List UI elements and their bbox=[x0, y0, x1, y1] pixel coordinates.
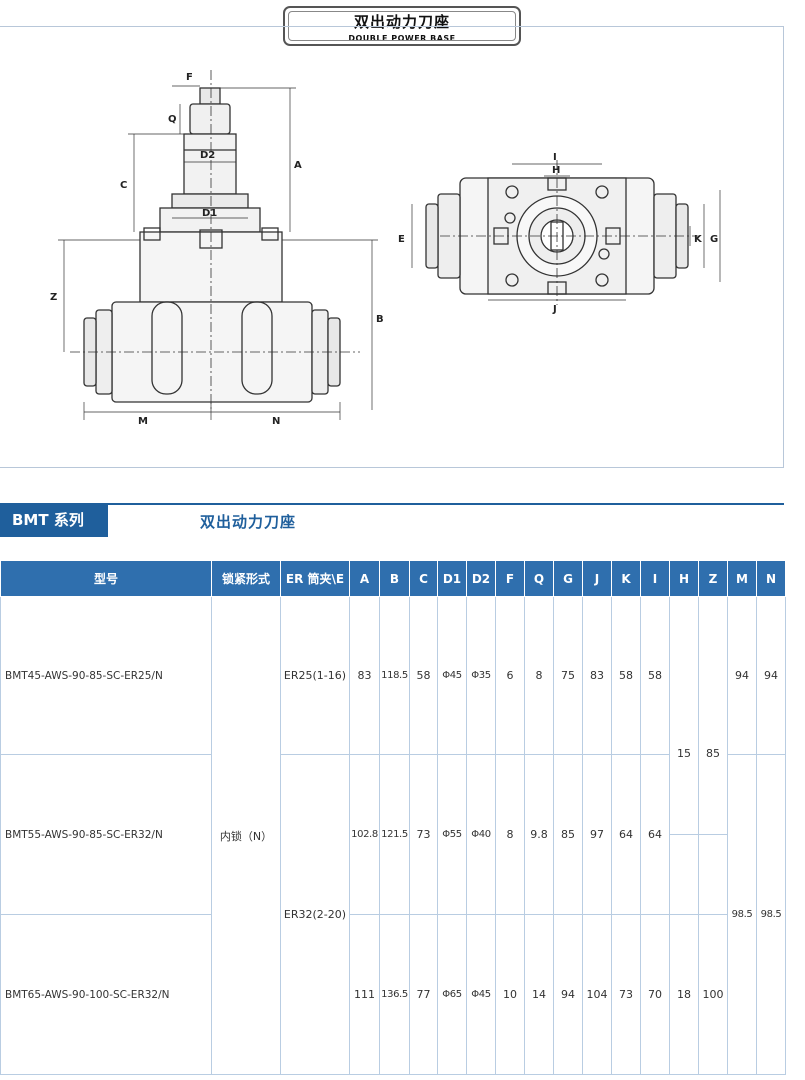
cell-d2: Φ35 bbox=[466, 596, 496, 755]
cell-b: 121.5 bbox=[379, 754, 410, 915]
cell-f: 6 bbox=[495, 596, 525, 755]
cell-c: 73 bbox=[409, 754, 438, 915]
col-header-c: C bbox=[409, 560, 438, 597]
table-row: BMT55-AWS-90-85-SC-ER32/N ER32(2-20) 102… bbox=[0, 747, 786, 1075]
cell-f: 10 bbox=[495, 914, 525, 1075]
dim-label-k: K bbox=[694, 234, 703, 245]
cell-b: 118.5 bbox=[379, 596, 410, 755]
table-row: BMT45-AWS-90-85-SC-ER25/N 内锁（N） ER25(1-1… bbox=[0, 596, 786, 1075]
table-row: BMT65-AWS-90-100-SC-ER32/N 111 136.5 77 … bbox=[0, 914, 786, 1075]
cell-z-shared: 85 bbox=[706, 746, 720, 760]
cell-q: 14 bbox=[524, 914, 554, 1075]
series-name: 双出动力刀座 bbox=[200, 513, 297, 531]
dim-label-d2: D2 bbox=[200, 150, 215, 161]
cell-m: 98.5 bbox=[727, 754, 757, 1075]
col-header-k: K bbox=[611, 560, 641, 597]
cell-model: BMT45-AWS-90-85-SC-ER25/N bbox=[0, 596, 212, 755]
col-header-b: B bbox=[379, 560, 410, 597]
cell-c: 58 bbox=[409, 596, 438, 755]
series-header: BMT 系列 双出动力刀座 bbox=[0, 503, 805, 537]
cell-z: 85 bbox=[698, 747, 728, 835]
dim-label-m: M bbox=[138, 416, 148, 427]
cell-d2: Φ45 bbox=[466, 914, 496, 1075]
series-divider bbox=[108, 503, 784, 505]
col-header-d1: D1 bbox=[437, 560, 467, 597]
table-header-row: 型号 锁紧形式 ER 筒夹\E A B C D1 D2 F Q G J K I … bbox=[0, 560, 786, 597]
cell-m: 94 bbox=[727, 596, 757, 755]
cell-g: 85 bbox=[553, 754, 583, 915]
cell-a: 83 bbox=[349, 596, 380, 755]
dim-label-a: A bbox=[294, 160, 302, 171]
dim-label-j: J bbox=[552, 304, 557, 315]
dim-label-g: G bbox=[710, 234, 718, 245]
cell-h-shared: 15 bbox=[677, 746, 691, 760]
col-header-z: Z bbox=[698, 560, 728, 597]
cell-b: 136.5 bbox=[379, 914, 410, 1075]
dim-label-f: F bbox=[186, 72, 193, 83]
col-header-f: F bbox=[495, 560, 525, 597]
cell-model: BMT65-AWS-90-100-SC-ER32/N bbox=[0, 914, 212, 1075]
cell-j: 97 bbox=[582, 754, 612, 915]
top-view bbox=[411, 160, 721, 305]
dim-label-h: H bbox=[552, 165, 560, 176]
series-tag: BMT 系列 bbox=[0, 503, 108, 537]
col-header-i: I bbox=[640, 560, 670, 597]
cell-d2: Φ40 bbox=[466, 754, 496, 915]
cell-i: 64 bbox=[640, 754, 670, 915]
cell-model: BMT55-AWS-90-85-SC-ER32/N bbox=[0, 754, 212, 915]
cell-d1: Φ65 bbox=[437, 914, 467, 1075]
cell-collet: ER32(2-20) bbox=[280, 754, 350, 1075]
dim-label-i: I bbox=[553, 152, 557, 163]
cell-n: 94 bbox=[756, 596, 786, 755]
col-header-a: A bbox=[349, 560, 380, 597]
col-header-m: M bbox=[727, 560, 757, 597]
cell-k: 73 bbox=[611, 914, 641, 1075]
col-header-locking: 锁紧形式 bbox=[211, 560, 281, 597]
cell-g: 75 bbox=[553, 596, 583, 755]
dim-label-d1: D1 bbox=[202, 208, 217, 219]
col-header-model: 型号 bbox=[0, 560, 212, 597]
cell-c: 77 bbox=[409, 914, 438, 1075]
cell-j: 104 bbox=[582, 914, 612, 1075]
cell-n: 98.5 bbox=[756, 754, 786, 1075]
col-header-j: J bbox=[582, 560, 612, 597]
cell-a: 102.8 bbox=[349, 754, 380, 915]
col-header-h: H bbox=[669, 560, 699, 597]
cell-j: 83 bbox=[582, 596, 612, 755]
cell-i: 70 bbox=[640, 914, 670, 1075]
cell-locking: 内锁（N） bbox=[211, 596, 281, 1075]
drawing-frame bbox=[0, 26, 784, 468]
cell-k: 64 bbox=[611, 754, 641, 915]
cell-d1: Φ45 bbox=[437, 596, 467, 755]
side-view bbox=[58, 70, 378, 420]
dim-label-e: E bbox=[398, 234, 405, 245]
cell-k: 58 bbox=[611, 596, 641, 755]
cell-g: 94 bbox=[553, 914, 583, 1075]
cell-z: 100 bbox=[698, 914, 728, 1075]
cell-h: 15 bbox=[669, 747, 699, 835]
dim-label-q: Q bbox=[168, 114, 177, 125]
dim-label-z: Z bbox=[50, 292, 57, 303]
cell-q: 9.8 bbox=[524, 754, 554, 915]
dim-label-b: B bbox=[376, 314, 384, 325]
cell-h: 18 bbox=[669, 914, 699, 1075]
cell-a: 111 bbox=[349, 914, 380, 1075]
cell-d1: Φ55 bbox=[437, 754, 467, 915]
cell-collet: ER25(1-16) bbox=[280, 596, 350, 755]
col-header-q: Q bbox=[524, 560, 554, 597]
cell-i: 58 bbox=[640, 596, 670, 755]
cell-f: 8 bbox=[495, 754, 525, 915]
col-header-collet: ER 筒夹\E bbox=[280, 560, 350, 597]
col-header-d2: D2 bbox=[466, 560, 496, 597]
spec-table: 型号 锁紧形式 ER 筒夹\E A B C D1 D2 F Q G J K I … bbox=[0, 560, 786, 1075]
col-header-n: N bbox=[756, 560, 786, 597]
cell-q: 8 bbox=[524, 596, 554, 755]
dim-label-c: C bbox=[120, 180, 127, 191]
technical-drawing: F Q D2 D1 C A Z B M N I H E K G J bbox=[50, 70, 721, 427]
dim-label-n: N bbox=[272, 416, 280, 427]
col-header-g: G bbox=[553, 560, 583, 597]
